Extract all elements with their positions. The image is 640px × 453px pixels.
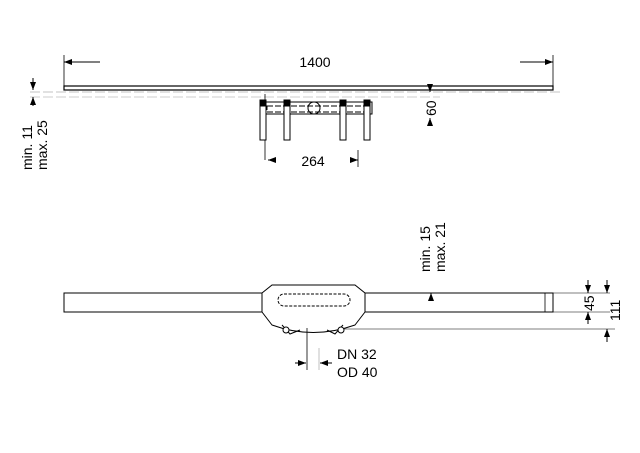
side-view: DN 32 OD 40 min. 15 max. 21 45 111 xyxy=(63,222,623,380)
height-min-label: min. 11 xyxy=(19,125,35,170)
length-label: 1400 xyxy=(299,54,330,70)
cover-min-label: min. 15 xyxy=(417,226,433,272)
cover-max-label: max. 21 xyxy=(432,222,448,272)
drain-housing xyxy=(261,284,366,335)
spacing-label: 264 xyxy=(301,153,325,169)
drain-channel-top xyxy=(63,85,554,91)
depth-label: 60 xyxy=(423,100,439,116)
top-view: 1400 264 xyxy=(19,54,560,170)
height-max-label: max. 25 xyxy=(34,120,50,170)
outlet-dn-label: DN 32 xyxy=(337,346,377,362)
outlet-od-label: OD 40 xyxy=(337,364,378,380)
mounting-bracket xyxy=(259,94,373,160)
channel-height-label: 45 xyxy=(581,295,597,311)
total-height-label: 111 xyxy=(607,300,623,321)
